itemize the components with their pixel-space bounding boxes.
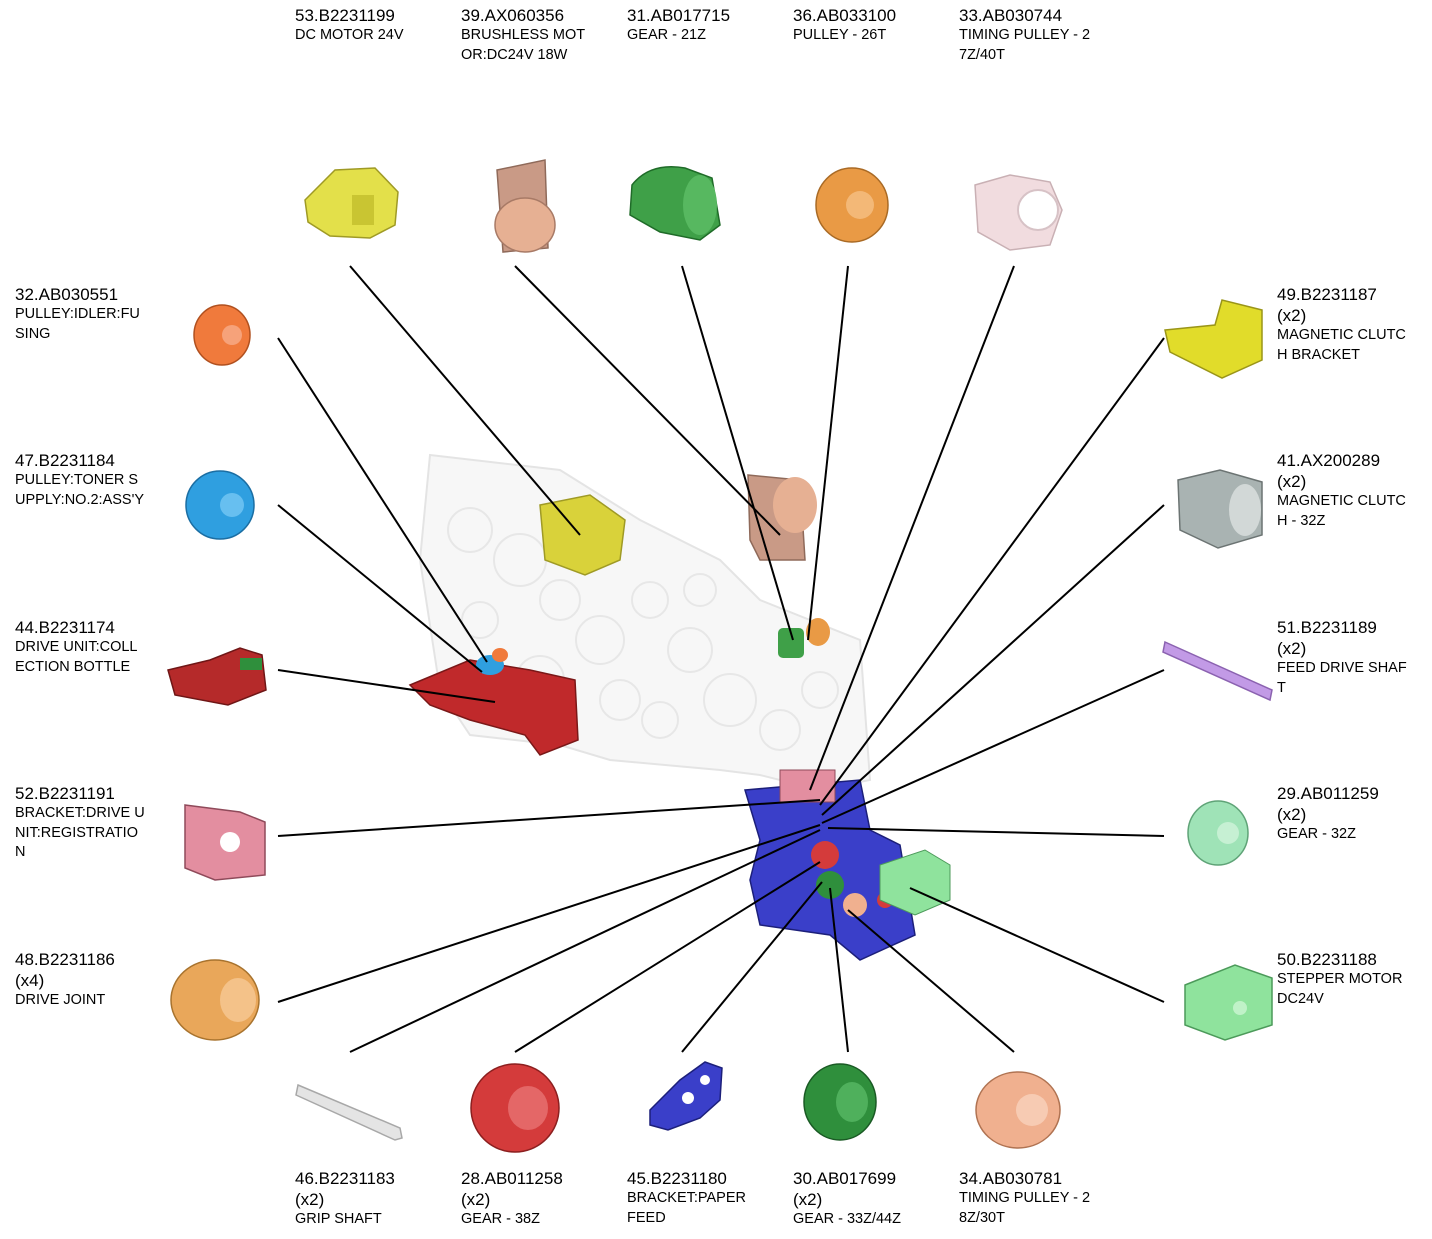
part-description: PULLEY:TONER S UPPLY:NO.2:ASS'Y (15, 472, 145, 508)
part-description: BRACKET:DRIVE U NIT:REGISTRATIO N (15, 805, 145, 860)
part-number: 53.B2231199 (295, 6, 395, 25)
magnetic-clutch-icon (1177, 469, 1263, 549)
pulley-26t-icon (815, 167, 889, 243)
part-label-50: 50.B2231188 STEPPER MOTOR DC24V (1277, 949, 1427, 1009)
part-description: GEAR - 32Z (1277, 826, 1356, 842)
part-quantity: (x2) (1277, 472, 1307, 491)
gear-21z-icon (629, 166, 721, 241)
part-description: MAGNETIC CLUTC H - 32Z (1277, 493, 1406, 529)
part-description: GRIP SHAFT (295, 1211, 382, 1227)
registration-drive-cluster (744, 769, 951, 961)
part-number: 49.B2231187 (1277, 285, 1377, 304)
part-description: GEAR - 21Z (627, 27, 706, 43)
clutch-bracket-icon (1164, 299, 1263, 379)
part-description: DC MOTOR 24V (295, 27, 404, 43)
dc-motor-installed (539, 494, 626, 576)
part-quantity: (x2) (1277, 306, 1307, 325)
part-description: MAGNETIC CLUTC H BRACKET (1277, 327, 1406, 363)
part-quantity: (x2) (793, 1190, 823, 1209)
part-label-30: 30.AB017699 (x2) GEAR - 33Z/44Z (793, 1168, 943, 1230)
part-number: 50.B2231188 (1277, 950, 1377, 969)
dc-motor-icon (304, 167, 399, 239)
part-label-31: 31.AB017715 GEAR - 21Z (627, 5, 777, 46)
part-number: 33.AB030744 (959, 6, 1063, 25)
part-number: 46.B2231183 (295, 1169, 395, 1188)
part-number: 36.AB033100 (793, 6, 897, 25)
part-quantity: (x4) (15, 971, 45, 990)
part-label-41: 41.AX200289 (x2) MAGNETIC CLUTC H - 32Z (1277, 450, 1427, 531)
part-number: 29.AB011259 (1277, 784, 1379, 803)
part-number: 52.B2231191 (15, 784, 115, 803)
part-number: 30.AB017699 (793, 1169, 897, 1188)
part-label-44: 44.B2231174 DRIVE UNIT:COLL ECTION BOTTL… (15, 617, 165, 677)
part-description: DRIVE JOINT (15, 992, 106, 1008)
part-description: STEPPER MOTOR DC24V (1277, 971, 1403, 1007)
pulley-26t-installed (806, 618, 830, 646)
part-description: BRACKET:PAPER FEED (627, 1190, 746, 1226)
gear-21z-installed (778, 628, 804, 658)
part-description: PULLEY:IDLER:FU SING (15, 306, 140, 342)
part-description: DRIVE UNIT:COLL ECTION BOTTLE (15, 639, 138, 675)
part-description: GEAR - 33Z/44Z (793, 1211, 901, 1227)
part-label-52: 52.B2231191 BRACKET:DRIVE U NIT:REGISTRA… (15, 783, 165, 863)
part-number: 45.B2231180 (627, 1169, 727, 1188)
part-quantity: (x2) (295, 1190, 325, 1209)
part-label-48: 48.B2231186 (x4) DRIVE JOINT (15, 949, 165, 1011)
brushless-motor-installed (747, 474, 817, 561)
part-description: BRUSHLESS MOT OR:DC24V 18W (461, 27, 586, 63)
gear-33z-44z-icon (803, 1063, 877, 1141)
part-quantity: (x2) (461, 1190, 491, 1209)
part-number: 47.B2231184 (15, 451, 115, 470)
part-label-53: 53.B2231199 DC MOTOR 24V (295, 5, 445, 46)
timing-pulley-27z-icon (974, 174, 1063, 251)
part-label-51: 51.B2231189 (x2) FEED DRIVE SHAF T (1277, 617, 1427, 698)
grip-shaft-icon (295, 1083, 403, 1141)
part-label-29: 29.AB011259 (x2) GEAR - 32Z (1277, 783, 1427, 845)
part-label-33: 33.AB030744 TIMING PULLEY - 2 7Z/40T (959, 5, 1109, 65)
collection-bottle-drive-installed (408, 648, 579, 756)
paper-feed-bracket-icon (649, 1061, 723, 1131)
drive-joint-icon (170, 959, 260, 1041)
part-number: 28.AB011258 (461, 1169, 563, 1188)
part-label-36: 36.AB033100 PULLEY - 26T (793, 5, 943, 46)
idler-pulley-icon (193, 304, 251, 366)
leader-lines (277, 265, 1165, 1053)
stepper-motor-icon (1184, 964, 1273, 1041)
part-description: TIMING PULLEY - 2 8Z/30T (959, 1190, 1091, 1226)
part-number: 51.B2231189 (1277, 618, 1377, 637)
part-number: 34.AB030781 (959, 1169, 1063, 1188)
part-quantity: (x2) (1277, 639, 1307, 658)
part-label-46: 46.B2231183 (x2) GRIP SHAFT (295, 1168, 445, 1230)
part-description: PULLEY - 26T (793, 27, 887, 43)
feed-shaft-icon (1162, 640, 1273, 702)
part-quantity: (x2) (1277, 805, 1307, 824)
timing-pulley-28z-icon (975, 1071, 1061, 1149)
part-label-47: 47.B2231184 PULLEY:TONER S UPPLY:NO.2:AS… (15, 450, 165, 510)
toner-pulley-icon (185, 470, 255, 540)
part-number: 41.AX200289 (1277, 451, 1381, 470)
drive-unit-icon (167, 647, 267, 706)
part-description: GEAR - 38Z (461, 1211, 540, 1227)
brushless-motor-icon (494, 159, 556, 253)
part-label-34: 34.AB030781 TIMING PULLEY - 2 8Z/30T (959, 1168, 1109, 1228)
part-label-49: 49.B2231187 (x2) MAGNETIC CLUTC H BRACKE… (1277, 284, 1427, 365)
part-description: TIMING PULLEY - 2 7Z/40T (959, 27, 1091, 63)
part-number: 32.AB030551 (15, 285, 119, 304)
part-number: 44.B2231174 (15, 618, 115, 637)
part-description: FEED DRIVE SHAF T (1277, 660, 1407, 696)
gear-32z-icon (1187, 800, 1249, 866)
part-label-28: 28.AB011258 (x2) GEAR - 38Z (461, 1168, 611, 1230)
gear-38z-icon (470, 1063, 560, 1153)
part-number: 39.AX060356 (461, 6, 565, 25)
part-number: 31.AB017715 (627, 6, 731, 25)
part-label-45: 45.B2231180 BRACKET:PAPER FEED (627, 1168, 777, 1228)
bracket-registration-icon (184, 804, 266, 881)
part-label-32: 32.AB030551 PULLEY:IDLER:FU SING (15, 284, 165, 344)
part-number: 48.B2231186 (15, 950, 115, 969)
part-label-39: 39.AX060356 BRUSHLESS MOT OR:DC24V 18W (461, 5, 611, 65)
